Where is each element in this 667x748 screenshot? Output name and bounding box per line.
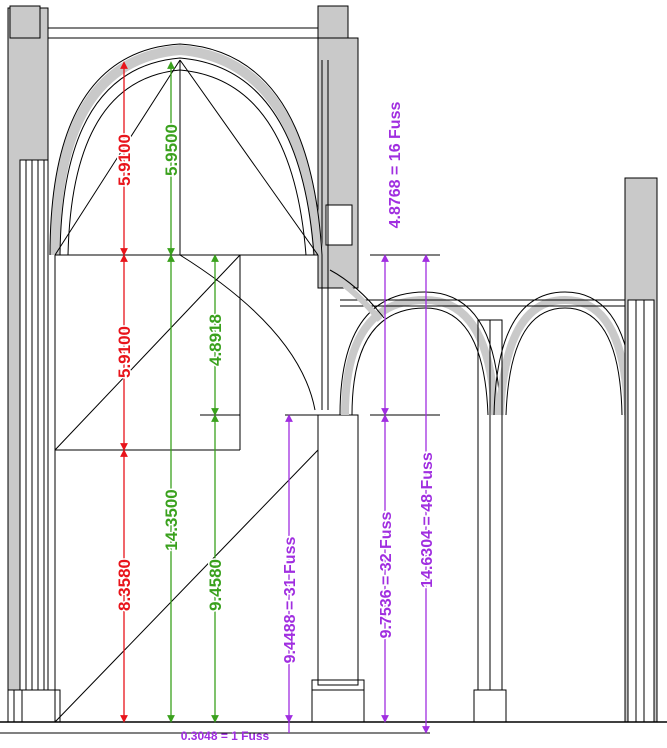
label-purple-48: 14.6304 = 48 Fuss bbox=[419, 452, 436, 588]
label-purple-1: 0.3048 = 1 Fuss bbox=[181, 729, 270, 743]
architecture-drawing bbox=[0, 5, 667, 734]
central-pier bbox=[317, 414, 359, 686]
label-green-tall: 14.3500 bbox=[162, 489, 181, 550]
label-green-lower: 9.4580 bbox=[206, 559, 225, 611]
label-red-upper: 5.9100 bbox=[115, 134, 134, 186]
label-purple-31: 9.4488 = 31 Fuss bbox=[282, 537, 299, 664]
label-purple-16: 4.8768 = 16 Fuss bbox=[387, 102, 404, 229]
label-green-middle: 4.8918 bbox=[206, 314, 225, 366]
label-green-upper: 5.9500 bbox=[162, 124, 181, 176]
right-nave-wall bbox=[317, 37, 359, 289]
green-dimensions bbox=[167, 61, 219, 723]
label-red-middle: 5.9100 bbox=[115, 326, 134, 378]
level-lines bbox=[110, 254, 440, 451]
label-purple-32: 9.7536 = 32 Fuss bbox=[378, 512, 395, 639]
purple-dimensions bbox=[285, 254, 430, 734]
label-red-lower: 8.3580 bbox=[115, 559, 134, 611]
